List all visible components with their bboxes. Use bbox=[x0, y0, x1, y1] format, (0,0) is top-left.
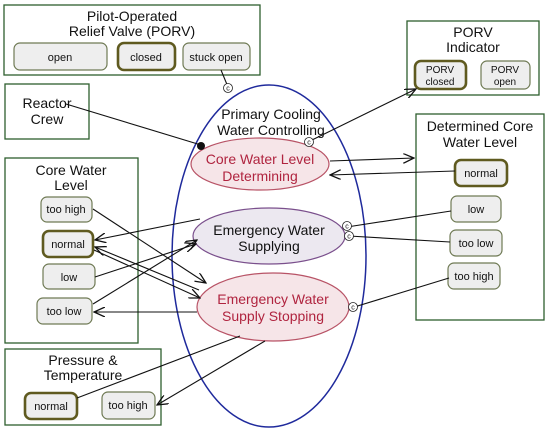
determined-cwl-title-line2: Water Level bbox=[443, 134, 517, 150]
porv-indicator-state-open[interactable]: PORV open bbox=[480, 60, 531, 90]
pressure-temperature-object[interactable]: Pressure & Temperature normal too high bbox=[4, 348, 162, 426]
link-cwl-toolow-to-supplying bbox=[92, 240, 197, 305]
core-water-level-title-line2: Level bbox=[54, 177, 87, 193]
link-determining-to-determined-cwl bbox=[329, 158, 414, 161]
link-cwl-low-to-supplying bbox=[94, 244, 196, 278]
link-stopping-to-pt-toohigh bbox=[157, 340, 266, 405]
pt-state-too-high[interactable]: too high bbox=[101, 391, 156, 420]
link-dcwl-toohigh-to-stopping bbox=[350, 277, 450, 309]
primary-cooling-title-line2: Water Controlling bbox=[217, 122, 325, 138]
porv-indicator-title-line1: PORV bbox=[453, 24, 493, 40]
link-pt-normal-to-stopping bbox=[76, 335, 241, 399]
porv-state-closed[interactable]: closed bbox=[116, 41, 177, 72]
condition-marker-supplying-1-label: c bbox=[345, 224, 349, 231]
condition-marker-stopping-label: c bbox=[351, 305, 355, 312]
porv-indicator-open-line1: PORV bbox=[491, 65, 519, 76]
porv-state-open-label: open bbox=[48, 52, 72, 64]
porv-state-closed-label: closed bbox=[130, 52, 162, 64]
cwl-state-too-low[interactable]: too low bbox=[36, 297, 93, 325]
determining-line1: Core Water Level bbox=[206, 151, 314, 167]
process-emergency-water-supplying[interactable]: Emergency Water Supplying bbox=[192, 207, 346, 265]
cwl-state-too-low-label: too low bbox=[47, 306, 82, 318]
condition-marker-stopping: c bbox=[348, 302, 358, 312]
condition-marker-indicator-label: c bbox=[307, 140, 311, 147]
primary-cooling-title-line1: Primary Cooling bbox=[221, 106, 321, 122]
pressure-temperature-title-line2: Temperature bbox=[44, 367, 123, 383]
dcwl-state-too-high[interactable]: too high bbox=[447, 262, 501, 290]
link-cwl-normal-to-stopping bbox=[93, 249, 200, 298]
porv-state-stuck-open[interactable]: stuck open bbox=[182, 42, 251, 71]
porv-title-line1: Pilot-Operated bbox=[87, 8, 177, 24]
reactor-crew-line2: Crew bbox=[31, 111, 65, 127]
link-stopping-to-cwl-normal bbox=[95, 247, 200, 291]
porv-indicator-title-line2: Indicator bbox=[446, 39, 500, 55]
porv-state-open[interactable]: open bbox=[13, 42, 108, 71]
link-determined-normal-to-determining bbox=[330, 171, 456, 175]
determined-cwl-object[interactable]: Determined Core Water Level normal low t… bbox=[415, 113, 545, 321]
condition-marker-supplying-2: c bbox=[344, 231, 354, 241]
condition-marker-supplying-2-label: c bbox=[347, 234, 351, 241]
dcwl-state-low-label: low bbox=[468, 204, 485, 216]
pt-state-too-high-label: too high bbox=[108, 400, 147, 412]
determined-cwl-title-line1: Determined Core bbox=[427, 118, 534, 134]
porv-indicator-open-line2: open bbox=[494, 77, 516, 88]
porv-title-line2: Relief Valve (PORV) bbox=[69, 23, 195, 39]
porv-indicator-state-closed[interactable]: PORV closed bbox=[413, 59, 468, 91]
cwl-state-normal[interactable]: normal bbox=[41, 229, 95, 259]
dcwl-state-too-low[interactable]: too low bbox=[449, 229, 503, 257]
condition-marker-porv: c bbox=[223, 83, 233, 93]
link-process-to-porv-indicator bbox=[311, 89, 416, 141]
porv-indicator-object[interactable]: PORV Indicator PORV closed PORV open bbox=[406, 20, 540, 96]
reactor-crew-object[interactable]: Reactor Crew bbox=[4, 83, 90, 140]
supplying-line2: Supplying bbox=[238, 238, 300, 254]
cwl-state-low[interactable]: low bbox=[42, 263, 96, 290]
cwl-state-too-high-label: too high bbox=[46, 204, 85, 216]
link-cwl-toohigh-to-stopping bbox=[92, 208, 206, 283]
link-supplying-to-cwl-normal bbox=[95, 218, 201, 240]
cwl-state-normal-label: normal bbox=[51, 239, 85, 251]
stopping-line1: Emergency Water bbox=[217, 291, 329, 307]
pt-state-normal[interactable]: normal bbox=[23, 391, 79, 421]
supplying-line1: Emergency Water bbox=[213, 222, 325, 238]
dcwl-state-normal[interactable]: normal bbox=[453, 158, 509, 188]
condition-marker-supplying-1: c bbox=[342, 221, 352, 231]
agent-link-dot bbox=[197, 142, 205, 150]
link-dcwl-low-to-supplying bbox=[346, 210, 452, 228]
stopping-line2: Supply Stopping bbox=[222, 308, 324, 324]
link-reactor-crew-agent bbox=[65, 103, 202, 146]
pt-state-normal-label: normal bbox=[34, 401, 68, 413]
cwl-state-too-high[interactable]: too high bbox=[40, 196, 93, 223]
cwl-state-low-label: low bbox=[61, 272, 78, 284]
core-water-level-object[interactable]: Core Water Level too high normal low too… bbox=[4, 157, 139, 344]
porv-indicator-closed-line1: PORV bbox=[426, 65, 454, 76]
dcwl-state-too-low-label: too low bbox=[459, 238, 494, 250]
porv-object[interactable]: Pilot-Operated Relief Valve (PORV) open … bbox=[3, 4, 261, 76]
process-emergency-water-supply-stopping[interactable]: Emergency Water Supply Stopping bbox=[196, 272, 350, 342]
porv-indicator-closed-line2: closed bbox=[426, 77, 455, 88]
reactor-crew-line1: Reactor bbox=[22, 95, 71, 111]
determining-line2: Determining bbox=[222, 168, 297, 184]
link-dcwl-toolow-to-supplying bbox=[348, 235, 451, 243]
condition-marker-porv-label: c bbox=[226, 86, 230, 93]
dcwl-state-low[interactable]: low bbox=[450, 195, 502, 223]
dcwl-state-normal-label: normal bbox=[464, 168, 498, 180]
dcwl-state-too-high-label: too high bbox=[454, 271, 493, 283]
core-water-level-title-line1: Core Water bbox=[35, 162, 106, 178]
pressure-temperature-title-line1: Pressure & bbox=[48, 352, 118, 368]
porv-state-stuck-open-label: stuck open bbox=[189, 52, 242, 64]
condition-marker-indicator: c bbox=[304, 137, 314, 147]
process-core-water-level-determining[interactable]: Core Water Level Determining bbox=[190, 137, 330, 191]
